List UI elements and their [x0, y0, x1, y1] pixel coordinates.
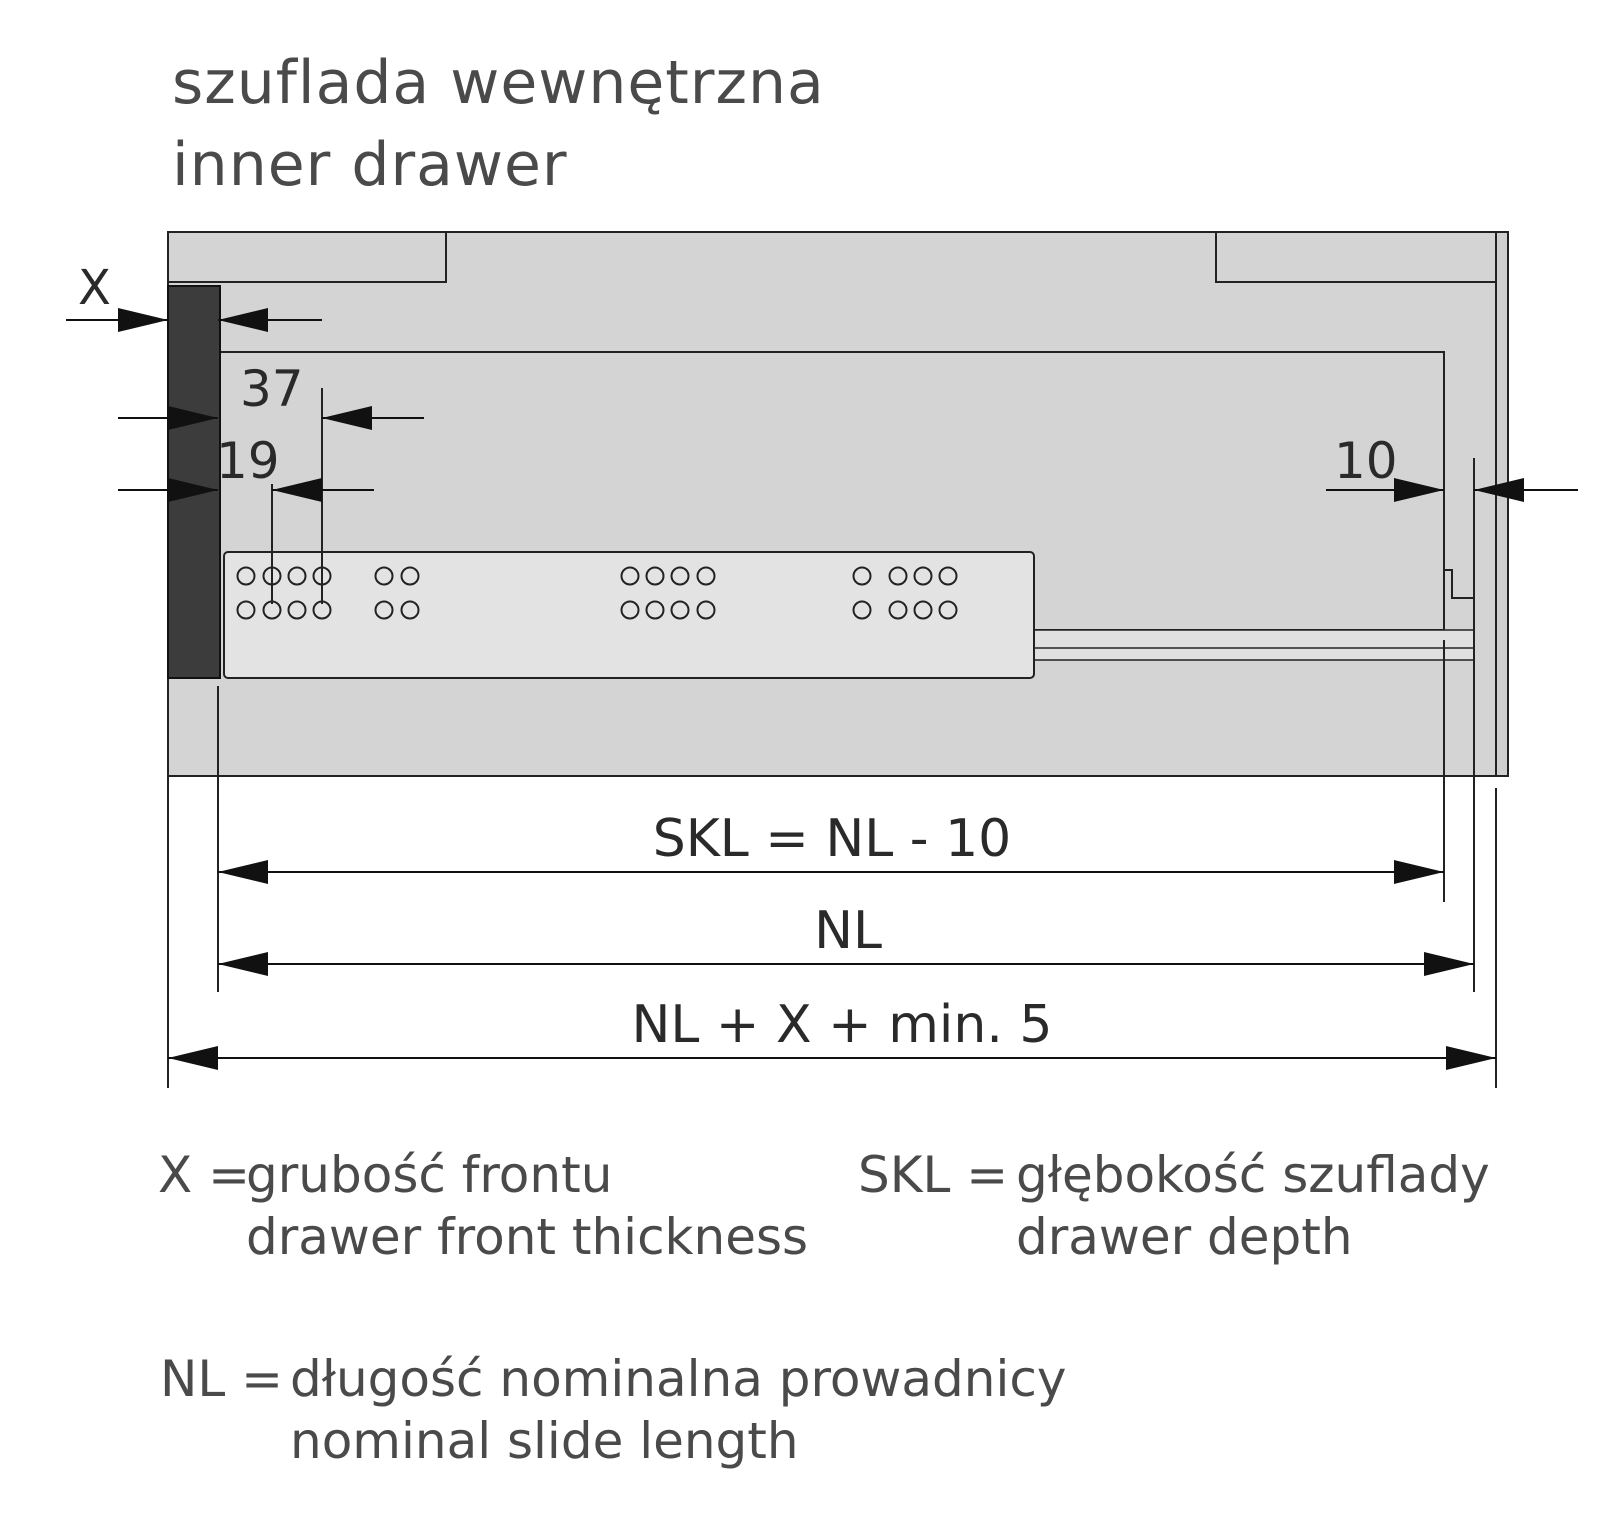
- mounting-hole: [400, 566, 420, 586]
- slide-mounting-holes: [236, 566, 958, 620]
- mounting-hole: [236, 566, 256, 586]
- mounting-hole: [374, 600, 394, 620]
- mounting-hole: [262, 600, 282, 620]
- mounting-hole: [287, 566, 307, 586]
- mounting-hole: [888, 600, 908, 620]
- cabinet-top-recess-left: [168, 231, 447, 283]
- mounting-hole: [620, 566, 640, 586]
- drawer-front: [167, 285, 221, 679]
- cabinet-top-recess-right: [1215, 232, 1496, 283]
- mounting-hole: [287, 600, 307, 620]
- dim-skl-label: SKL = NL - 10: [653, 809, 1012, 869]
- mounting-hole: [400, 600, 420, 620]
- legend-skl: SKL = głębokość szuflady drawer depth: [858, 1146, 1490, 1266]
- mounting-hole: [670, 566, 690, 586]
- dim-19-label: 19: [216, 432, 280, 490]
- mounting-hole: [236, 600, 256, 620]
- dim-nl-label: NL: [814, 901, 882, 961]
- dim-total-label: NL + X + min. 5: [632, 995, 1053, 1055]
- mounting-hole: [938, 566, 958, 586]
- legend-x-english: drawer front thickness: [246, 1208, 809, 1266]
- legend-nl: NL = długość nominalna prowadnicy nomina…: [160, 1350, 1066, 1470]
- title-polish: szuflada wewnętrzna: [172, 48, 825, 118]
- legend-x: X = grubość frontu drawer front thicknes…: [158, 1146, 808, 1266]
- cabinet-back-panel: [1495, 231, 1509, 777]
- mounting-hole: [938, 600, 958, 620]
- mounting-hole: [852, 600, 872, 620]
- mounting-hole: [696, 600, 716, 620]
- cabinet-body: [167, 231, 1509, 777]
- slide-cabinet-rail: [1033, 629, 1475, 661]
- mounting-hole: [670, 600, 690, 620]
- legend-skl-key: SKL =: [858, 1146, 1009, 1204]
- mounting-hole: [913, 566, 933, 586]
- dim-37-label: 37: [240, 360, 304, 418]
- legend-nl-polish: długość nominalna prowadnicy: [290, 1350, 1067, 1408]
- legend-x-key: X =: [158, 1146, 251, 1204]
- legend-skl-polish: głębokość szuflady: [1016, 1146, 1490, 1204]
- mounting-hole: [852, 566, 872, 586]
- mounting-hole: [888, 566, 908, 586]
- mounting-hole: [696, 566, 716, 586]
- mounting-hole: [374, 566, 394, 586]
- title-english: inner drawer: [172, 130, 568, 200]
- legend-x-polish: grubość frontu: [246, 1146, 613, 1204]
- dim-10-label: 10: [1334, 432, 1398, 490]
- dim-x-label: X: [78, 260, 111, 316]
- legend-nl-key: NL =: [160, 1350, 284, 1408]
- legend-nl-english: nominal slide length: [290, 1412, 799, 1470]
- mounting-hole: [913, 600, 933, 620]
- mounting-hole: [312, 600, 332, 620]
- mounting-hole: [620, 600, 640, 620]
- mounting-hole: [645, 566, 665, 586]
- legend-skl-english: drawer depth: [1016, 1208, 1353, 1266]
- mounting-hole: [645, 600, 665, 620]
